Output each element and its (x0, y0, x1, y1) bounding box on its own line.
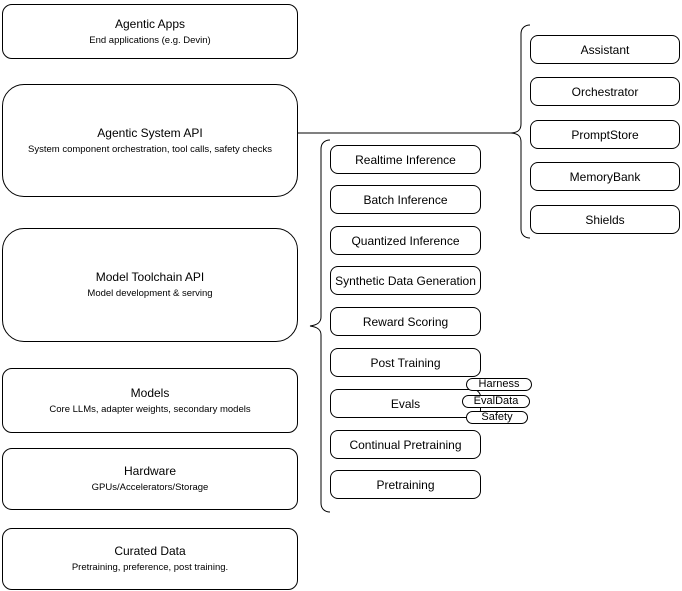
layer-subtitle: System component orchestration, tool cal… (28, 143, 272, 155)
component-label: Shields (585, 212, 625, 227)
component-box-shields: Shields (530, 205, 680, 234)
eval-tag-safety: Safety (466, 411, 528, 424)
eval-tag-label: Safety (481, 411, 513, 423)
toolchain-box-continual-pretraining: Continual Pretraining (330, 430, 481, 459)
toolchain-box-reward-scoring: Reward Scoring (330, 307, 481, 336)
layer-title: Model Toolchain API (95, 270, 205, 284)
toolchain-label: Batch Inference (363, 192, 448, 207)
layer-box-curated-data: Curated Data Pretraining, preference, po… (2, 528, 298, 590)
toolchain-label: Evals (390, 396, 421, 411)
toolchain-box-realtime-inference: Realtime Inference (330, 145, 481, 174)
layer-title: Curated Data (114, 544, 186, 558)
toolchain-box-pretraining: Pretraining (330, 470, 481, 499)
toolchain-label: Post Training (370, 355, 441, 370)
component-box-memorybank: MemoryBank (530, 162, 680, 191)
toolchain-label: Realtime Inference (355, 152, 456, 167)
toolchain-label: Synthetic Data Generation (335, 273, 476, 288)
toolchain-box-quantized-inference: Quantized Inference (330, 226, 481, 255)
component-box-orchestrator: Orchestrator (530, 77, 680, 106)
layer-title: Hardware (123, 464, 177, 478)
toolchain-box-batch-inference: Batch Inference (330, 185, 481, 214)
component-label: Assistant (580, 42, 630, 57)
component-box-assistant: Assistant (530, 35, 680, 64)
brace-toolchain (309, 139, 331, 513)
eval-tag-evaldata: EvalData (462, 395, 530, 408)
component-box-promptstore: PromptStore (530, 120, 680, 149)
component-label: PromptStore (571, 127, 639, 142)
toolchain-label: Reward Scoring (362, 314, 449, 329)
layer-subtitle: GPUs/Accelerators/Storage (91, 482, 209, 493)
toolchain-label: Pretraining (376, 477, 435, 492)
toolchain-box-synthetic-data-generation: Synthetic Data Generation (330, 266, 481, 295)
layer-title: Agentic System API (97, 125, 203, 140)
eval-tag-label: Harness (478, 378, 520, 390)
component-label: MemoryBank (569, 169, 641, 184)
toolchain-box-post-training: Post Training (330, 348, 481, 377)
toolchain-label: Continual Pretraining (349, 437, 462, 452)
toolchain-box-evals: Evals (330, 389, 481, 418)
eval-tag-harness: Harness (466, 378, 532, 391)
layer-subtitle: Pretraining, preference, post training. (71, 562, 229, 573)
eval-tag-label: EvalData (473, 395, 519, 407)
layer-title: Models (130, 385, 170, 400)
layer-box-hardware: Hardware GPUs/Accelerators/Storage (2, 448, 298, 510)
layer-box-models: Models Core LLMs, adapter weights, secon… (2, 368, 298, 433)
brace-system-components (510, 24, 531, 239)
layer-box-model-toolchain-api: Model Toolchain API Model development & … (2, 228, 298, 342)
layer-title: Agentic Apps (114, 16, 186, 31)
component-label: Orchestrator (571, 84, 639, 99)
layer-box-agentic-system-api: Agentic System API System component orch… (2, 84, 298, 197)
layer-subtitle: End applications (e.g. Devin) (89, 34, 211, 46)
layer-box-agentic-apps: Agentic Apps End applications (e.g. Devi… (2, 4, 298, 59)
layer-subtitle: Model development & serving (87, 288, 213, 299)
layer-subtitle: Core LLMs, adapter weights, secondary mo… (49, 403, 251, 415)
toolchain-label: Quantized Inference (351, 233, 460, 248)
